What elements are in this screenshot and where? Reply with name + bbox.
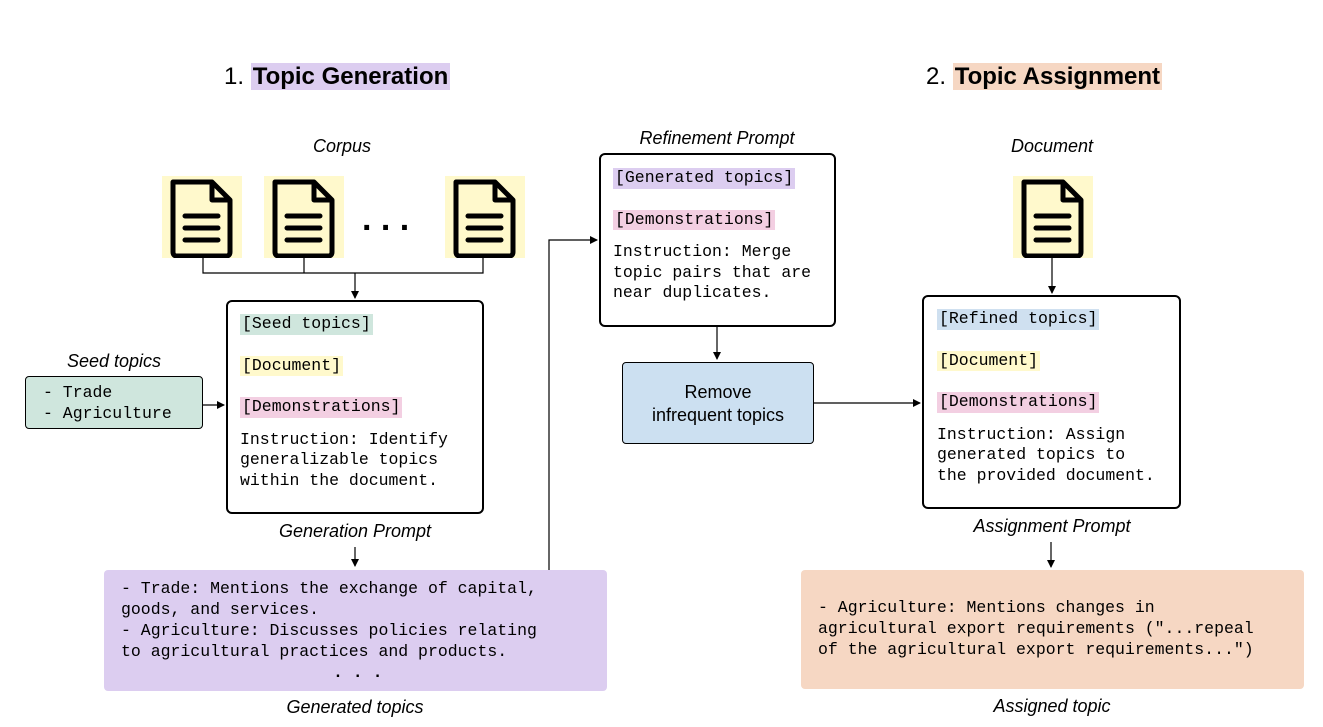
seed-topic-item: - Agriculture <box>43 404 172 423</box>
section-heading-generation: 1. Topic Generation <box>224 63 451 91</box>
instruction-line: the provided document. <box>937 465 1155 485</box>
generated-topics-tag: [Generated topics] <box>613 168 796 189</box>
remove-infrequent-topics-box: Remove infrequent topics <box>622 362 814 444</box>
assigned-topic-line: of the agricultural export requirements.… <box>818 640 1254 659</box>
document-caption: Document <box>1010 136 1094 156</box>
instruction-line: topic pairs that are <box>613 262 812 282</box>
heading-number: 1. <box>224 63 245 90</box>
refinement-prompt-caption: Refinement Prompt <box>639 128 795 148</box>
refinement-prompt-box: [Generated topics] [Demonstrations] Inst… <box>599 153 836 327</box>
generated-topic-line: - Trade: Mentions the exchange of capita… <box>121 579 537 598</box>
heading-label: Topic Assignment <box>952 63 1163 90</box>
demonstrations-tag: [Demonstrations] <box>240 397 403 418</box>
instruction-line: Instruction: Identify <box>240 429 448 449</box>
instruction-line: generated topics to <box>937 445 1126 464</box>
remove-label-line: Remove <box>684 382 752 402</box>
document-icon <box>264 176 344 258</box>
instruction-line: near duplicates. <box>613 283 772 302</box>
refine-feed-arrow <box>548 236 598 570</box>
assigned-topic-line: - Agriculture: Mentions changes in <box>818 598 1155 617</box>
assignment-prompt-caption: Assignment Prompt <box>973 516 1131 536</box>
generated-topic-line: - Agriculture: Discusses policies relati… <box>121 621 537 640</box>
document-icon <box>445 176 525 258</box>
corpus-ellipsis: . . . <box>362 200 410 238</box>
heading-number: 2. <box>926 63 947 90</box>
generated-topics-caption: Generated topics <box>286 697 424 717</box>
generated-topics-box: - Trade: Mentions the exchange of capita… <box>104 570 607 691</box>
instruction-line: generalizable topics <box>240 450 439 469</box>
demonstrations-tag: [Demonstrations] <box>613 209 776 230</box>
refined-topics-tag: [Refined topics] <box>937 309 1100 330</box>
generation-prompt-box: [Seed topics] [Document] [Demonstrations… <box>226 300 484 514</box>
generated-topics-ellipsis: . . . <box>333 663 383 682</box>
instruction-line: Instruction: Merge <box>613 242 792 261</box>
corpus-bracket <box>202 258 484 274</box>
assigned-topic-caption: Assigned topic <box>993 696 1111 716</box>
assigned-topic-line: agricultural export requirements ("...re… <box>818 619 1254 638</box>
instruction-line: within the document. <box>240 470 439 490</box>
corpus-caption: Corpus <box>312 136 372 156</box>
seed-topics-caption: Seed topics <box>66 351 162 371</box>
document-icon <box>1013 176 1093 258</box>
generated-topic-line: goods, and services. <box>121 600 320 619</box>
section-heading-assignment: 2. Topic Assignment <box>926 63 1163 91</box>
document-icon <box>162 176 242 258</box>
document-tag: [Document] <box>937 350 1041 371</box>
seed-topics-tag: [Seed topics] <box>240 314 373 335</box>
generated-topic-line: to agricultural practices and products. <box>121 642 508 661</box>
demonstrations-tag: [Demonstrations] <box>937 392 1100 413</box>
remove-label-line: infrequent topics <box>651 405 785 425</box>
generation-prompt-caption: Generation Prompt <box>278 521 432 541</box>
seed-topic-item: - Trade <box>43 383 113 402</box>
heading-label: Topic Generation <box>250 63 451 90</box>
instruction-line: Instruction: Assign <box>937 424 1126 444</box>
seed-topics-box: - Trade - Agriculture <box>25 376 203 429</box>
assigned-topic-box: - Agriculture: Mentions changes in agric… <box>801 570 1304 689</box>
document-tag: [Document] <box>240 355 344 376</box>
assignment-prompt-box: [Refined topics] [Document] [Demonstrati… <box>922 295 1181 509</box>
